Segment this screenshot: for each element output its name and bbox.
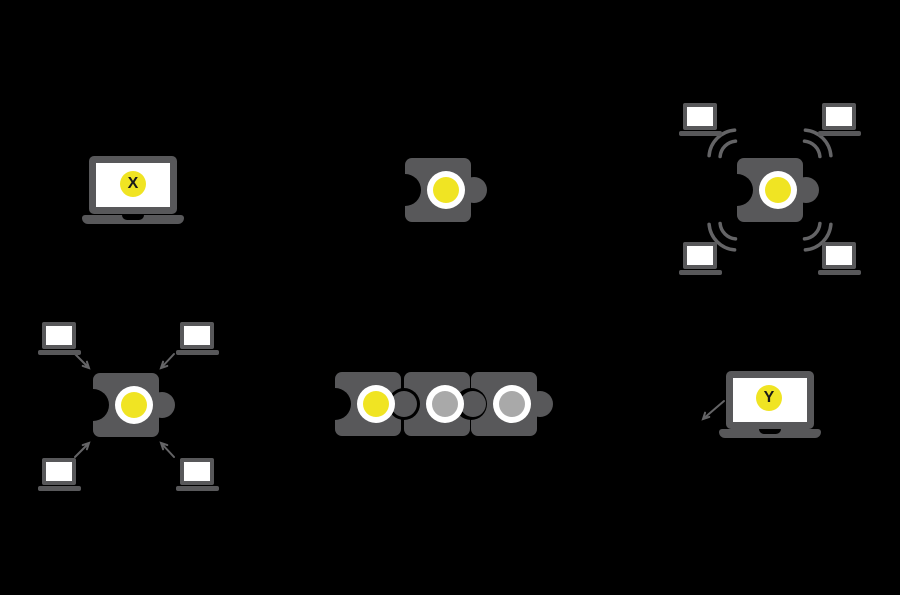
indicator-dot xyxy=(499,391,525,417)
puzzle-notch xyxy=(389,174,421,206)
inbound-cluster-group xyxy=(30,315,220,495)
laptop-base xyxy=(176,350,219,355)
laptop-icon xyxy=(679,242,722,275)
signal-arcs-icon xyxy=(707,128,833,252)
laptop-base xyxy=(679,131,722,136)
laptop-icon: X xyxy=(75,150,195,230)
laptop-base xyxy=(82,215,184,224)
laptop-icon xyxy=(818,103,861,136)
laptop-screen xyxy=(42,458,76,485)
laptop-screen xyxy=(822,242,856,269)
inbound-arrows-icon xyxy=(74,353,175,458)
laptop-screen xyxy=(89,156,177,214)
puzzle-tab xyxy=(391,391,417,417)
puzzle-tab xyxy=(793,177,819,203)
laptop-base xyxy=(176,486,219,491)
extension-puzzle-icon xyxy=(389,158,487,222)
laptop-base xyxy=(818,131,861,136)
laptop-icon xyxy=(679,103,722,136)
puzzle-tab xyxy=(149,392,175,418)
puzzle-notch xyxy=(721,174,753,206)
source-badge: X xyxy=(120,171,146,197)
target-badge: Y xyxy=(756,385,782,411)
extension-puzzle-icon xyxy=(77,373,175,437)
indicator-dot xyxy=(765,177,791,203)
laptop-icon xyxy=(176,458,219,491)
laptop-screen xyxy=(180,322,214,349)
indicator-dot xyxy=(363,391,389,417)
laptop-y-group: Y xyxy=(690,360,830,450)
puzzle-tab xyxy=(460,391,486,417)
laptop-screen xyxy=(822,103,856,130)
laptop-base xyxy=(38,486,81,491)
extension-chain-group xyxy=(319,372,555,436)
laptop-icon xyxy=(38,322,81,355)
extension-puzzle-icon xyxy=(319,372,417,436)
laptop-base xyxy=(719,429,821,438)
laptop-x-group: X xyxy=(75,150,195,230)
laptop-icon xyxy=(38,458,81,491)
laptop-icon: Y xyxy=(690,360,830,450)
puzzle-notch xyxy=(77,389,109,421)
outbound-arrow-icon xyxy=(701,400,725,421)
puzzle-notch xyxy=(319,388,351,420)
laptop-screen xyxy=(683,103,717,130)
laptop-screen xyxy=(180,458,214,485)
laptop-base xyxy=(679,270,722,275)
laptop-screen xyxy=(683,242,717,269)
indicator-dot xyxy=(433,177,459,203)
laptop-screen xyxy=(42,322,76,349)
indicator-dot xyxy=(121,392,147,418)
laptop-base xyxy=(818,270,861,275)
broadcast-cluster-group xyxy=(670,100,870,280)
laptop-icon xyxy=(818,242,861,275)
puzzle-tab xyxy=(461,177,487,203)
indicator-dot xyxy=(432,391,458,417)
extension-puzzle-icon xyxy=(721,158,819,222)
laptop-icon xyxy=(176,322,219,355)
puzzle-tab xyxy=(527,391,553,417)
laptop-base xyxy=(38,350,81,355)
